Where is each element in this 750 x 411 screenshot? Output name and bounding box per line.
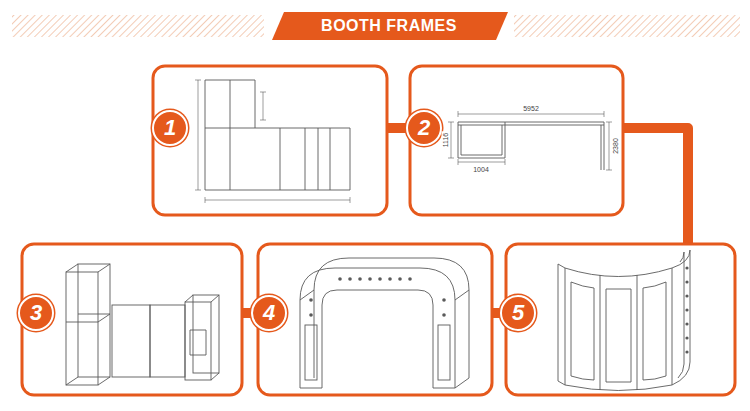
arch-holes-part <box>398 277 402 281</box>
frame-3d-drawing-part <box>150 305 185 377</box>
curved-wall-drawing-part <box>672 250 690 385</box>
panel-frames <box>22 66 735 395</box>
frame-3d-drawing-part <box>78 264 110 377</box>
curved-wall-drawing-part <box>600 268 672 390</box>
dimension-label: 5952 <box>522 105 540 112</box>
header-hatching-part <box>514 15 740 37</box>
arch-holes-part <box>309 298 313 302</box>
arch-holes <box>309 277 446 317</box>
arch-holes-part <box>378 277 382 281</box>
title-text: BOOTH FRAMES <box>321 17 457 35</box>
plan-drawing-part <box>448 122 454 158</box>
dimension-label: 1116 <box>442 132 449 149</box>
frame-3d-drawing-part <box>66 314 110 322</box>
arch-holes-part <box>442 313 446 317</box>
curved-wall-drawing-part <box>606 289 631 382</box>
step-number: 2 <box>418 117 430 139</box>
step-number: 5 <box>512 302 524 324</box>
arch-drawing-part <box>314 258 469 378</box>
step-number: 4 <box>263 302 275 324</box>
frame-3d-drawing-part <box>190 330 206 355</box>
plan-drawing-part <box>458 122 604 125</box>
arch-holes-part <box>348 277 352 281</box>
curved-wall-drawing-part <box>565 268 672 277</box>
arch-drawing-part <box>305 325 317 380</box>
arch-holes-part <box>388 277 392 281</box>
step-number-badge: 5 <box>500 295 536 331</box>
curved-wall-holes-part <box>685 266 688 269</box>
frame-3d-drawing-part <box>112 305 150 377</box>
curved-wall-drawing-part <box>558 264 565 385</box>
curved-wall-holes <box>685 266 688 353</box>
curved-wall-drawing-part <box>571 282 594 380</box>
frame-3d-drawing-part <box>66 264 110 385</box>
title-banner: BOOTH FRAMES <box>272 12 506 40</box>
curved-wall-holes-part <box>685 294 688 297</box>
arch-drawing-part <box>300 290 469 388</box>
step-number-badge: 4 <box>251 295 287 331</box>
panel-frames-part <box>22 244 242 395</box>
header-hatching <box>12 12 740 40</box>
curved-wall-drawing <box>558 250 690 391</box>
plan-drawing-part <box>458 159 505 165</box>
panel-frames-part <box>258 244 492 395</box>
curved-wall-drawing-part <box>565 385 672 391</box>
frame-3d-drawing-part <box>66 272 98 385</box>
panel-frames-part <box>506 244 735 395</box>
step-number: 1 <box>164 117 176 139</box>
arch-holes-part <box>358 277 362 281</box>
elevation-drawing <box>195 80 350 203</box>
curved-wall-holes-part <box>685 308 688 311</box>
arch-drawing <box>300 258 469 388</box>
arch-drawing-part <box>300 268 455 388</box>
step-number-badge: 3 <box>18 295 54 331</box>
dimension-label: 2380 <box>612 137 619 155</box>
arch-holes-part <box>309 313 313 317</box>
frame-3d-drawing-part <box>185 295 219 380</box>
arch-holes-part <box>442 298 446 302</box>
plan-drawing-part <box>458 122 505 158</box>
dimension-label: 1004 <box>472 166 490 173</box>
header-hatching-part <box>12 15 264 37</box>
arch-drawing-part <box>322 290 433 388</box>
step-number: 3 <box>30 302 42 324</box>
plan-drawing-part <box>458 111 604 117</box>
elevation-drawing-part <box>205 80 330 190</box>
panel-frames-part <box>410 66 623 215</box>
header-hatching-part <box>272 12 508 40</box>
elevation-drawing-part <box>205 80 350 190</box>
elevation-drawing-part <box>195 80 201 190</box>
arch-holes-part <box>408 277 412 281</box>
elevation-drawing-part <box>205 197 350 203</box>
step-number-badge: 1 <box>152 110 188 146</box>
step-number-badge: 2 <box>406 110 442 146</box>
arch-drawing-part <box>438 325 450 380</box>
curved-wall-drawing-part <box>643 282 666 380</box>
frame-3d-drawing <box>66 264 219 385</box>
elevation-drawing-part <box>260 92 266 120</box>
plan-drawing-part <box>601 122 604 170</box>
curved-wall-holes-part <box>685 350 688 353</box>
arch-holes-part <box>338 277 342 281</box>
plan-drawing <box>448 111 612 170</box>
frame-3d-drawing-part <box>185 302 211 380</box>
curved-wall-holes-part <box>685 336 688 339</box>
curved-wall-drawing-part <box>678 252 684 378</box>
arch-holes-part <box>368 277 372 281</box>
panel-frames-part <box>153 66 387 215</box>
curved-wall-holes-part <box>685 280 688 283</box>
curved-wall-holes-part <box>685 322 688 325</box>
